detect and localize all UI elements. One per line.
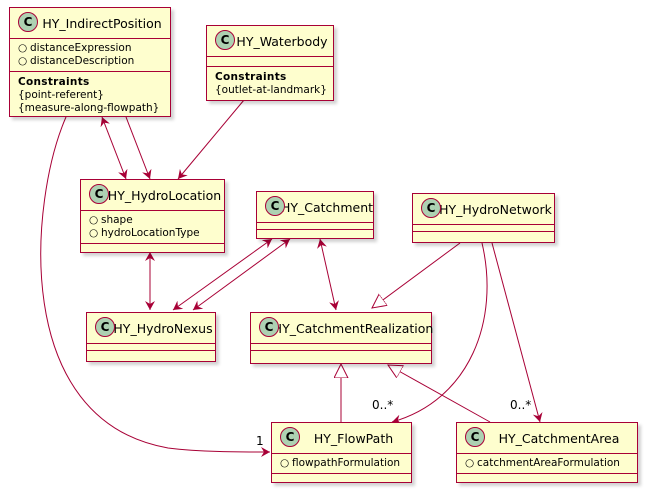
class-constraints: Constraints {outlet-at-landmark} [207, 67, 333, 101]
class-name: HY_IndirectPosition [42, 15, 162, 31]
class-header: C HY_Catchment [257, 192, 373, 223]
class-header: C HY_IndirectPosition [10, 8, 170, 39]
class-attributes [413, 225, 554, 232]
edge-catchment-hydronexus-b [192, 238, 291, 311]
class-header: C HY_HydroNetwork [413, 194, 554, 225]
class-stereotype-icon: C [465, 427, 485, 447]
class-header: C HY_HydroLocation [81, 180, 224, 211]
class-attributes [207, 57, 333, 67]
attribute-item: ○hydroLocationType [89, 227, 200, 239]
class-stereotype-icon: C [280, 427, 300, 447]
multiplicity-flowpath-one: 1 [256, 434, 264, 448]
constraints-header: Constraints [18, 76, 90, 88]
class-hy-hydronexus[interactable]: C HY_HydroNexus [86, 312, 216, 362]
public-visibility-icon: ○ [465, 457, 475, 469]
edge-indirectposition-flowpath [40, 116, 271, 457]
class-attributes [257, 223, 373, 230]
class-name: HY_HydroNexus [113, 320, 213, 336]
class-operations [87, 351, 215, 357]
class-operations [257, 230, 373, 236]
class-stereotype-icon: C [421, 198, 441, 218]
public-visibility-icon: ○ [89, 227, 99, 239]
class-hy-hydrolocation[interactable]: C HY_HydroLocation ○shape ○hydroLocation… [80, 179, 225, 253]
edge-hydronetwork-catchmentarea [491, 242, 543, 423]
class-hy-flowpath[interactable]: C HY_FlowPath ○flowpathFormulation [271, 422, 412, 483]
edge-catchment-catchmentrealization [317, 238, 339, 311]
class-attributes [87, 344, 215, 351]
edge-catchmentarea-generalization [388, 365, 491, 423]
class-name: HY_HydroLocation [107, 187, 222, 203]
class-name: HY_FlowPath [313, 430, 394, 446]
constraint-item: {point-referent} [18, 89, 104, 101]
multiplicity-flowpath-many: 0..* [372, 398, 394, 412]
class-name: HY_CatchmentRealization [272, 320, 434, 336]
constraint-item: {measure-along-flowpath} [18, 102, 160, 114]
class-hy-waterbody[interactable]: C HY_Waterbody Constraints {outlet-at-la… [206, 25, 334, 101]
class-operations [413, 232, 554, 238]
class-attributes: ○distanceExpression ○distanceDescription [10, 39, 170, 72]
attribute-item: ○distanceExpression [18, 42, 132, 54]
edge-hydronetwork-flowpath [391, 242, 488, 425]
class-operations [251, 351, 431, 357]
class-stereotype-icon: C [215, 30, 235, 50]
class-hy-catchmentrealization[interactable]: C HY_CatchmentRealization [250, 312, 434, 364]
class-header: C HY_HydroNexus [87, 313, 215, 344]
class-hy-catchmentarea[interactable]: C HY_CatchmentArea ○catchmentAreaFormula… [456, 422, 638, 483]
attribute-item: ○flowpathFormulation [280, 457, 401, 469]
class-hy-catchment[interactable]: C HY_Catchment [256, 191, 374, 239]
class-header: C HY_CatchmentRealization [251, 313, 434, 344]
class-stereotype-icon: C [89, 184, 109, 204]
edge-hydronetwork-generalization [372, 242, 461, 308]
class-name: HY_Waterbody [236, 33, 328, 49]
class-stereotype-icon: C [265, 196, 285, 216]
constraints-header: Constraints [215, 71, 287, 83]
constraint-item: {outlet-at-landmark} [215, 84, 327, 96]
edge-waterbody-hydrolocation [177, 99, 245, 180]
multiplicity-catchmentarea-many: 0..* [510, 398, 532, 412]
attribute-item: ○distanceDescription [18, 55, 135, 67]
class-header: C HY_Waterbody [207, 26, 333, 57]
public-visibility-icon: ○ [280, 457, 290, 469]
public-visibility-icon: ○ [18, 55, 28, 67]
attribute-item: ○catchmentAreaFormulation [465, 457, 620, 469]
edge-indirectposition-hydrolocation-a [100, 116, 128, 180]
class-operations [272, 474, 411, 480]
class-stereotype-icon: C [259, 317, 279, 337]
class-name: HY_CatchmentArea [498, 430, 620, 446]
edge-indirectposition-hydrolocation-b [125, 116, 152, 180]
public-visibility-icon: ○ [89, 214, 99, 226]
class-operations [81, 244, 224, 252]
class-operations [457, 474, 637, 480]
class-attributes: ○catchmentAreaFormulation [457, 454, 637, 474]
attribute-item: ○shape [89, 214, 133, 226]
class-stereotype-icon: C [95, 317, 115, 337]
class-attributes: ○flowpathFormulation [272, 454, 411, 474]
class-hy-hydronetwork[interactable]: C HY_HydroNetwork [412, 193, 555, 243]
class-attributes: ○shape ○hydroLocationType [81, 211, 224, 244]
class-name: HY_Catchment [280, 199, 374, 215]
class-hy-indirectposition[interactable]: C HY_IndirectPosition ○distanceExpressio… [9, 7, 171, 117]
class-constraints: Constraints {point-referent} {measure-al… [10, 72, 170, 119]
class-name: HY_HydroNetwork [439, 201, 552, 217]
class-header: C HY_FlowPath [272, 423, 411, 454]
class-stereotype-icon: C [18, 12, 38, 32]
public-visibility-icon: ○ [18, 42, 28, 54]
class-attributes [251, 344, 431, 351]
class-header: C HY_CatchmentArea [457, 423, 637, 454]
